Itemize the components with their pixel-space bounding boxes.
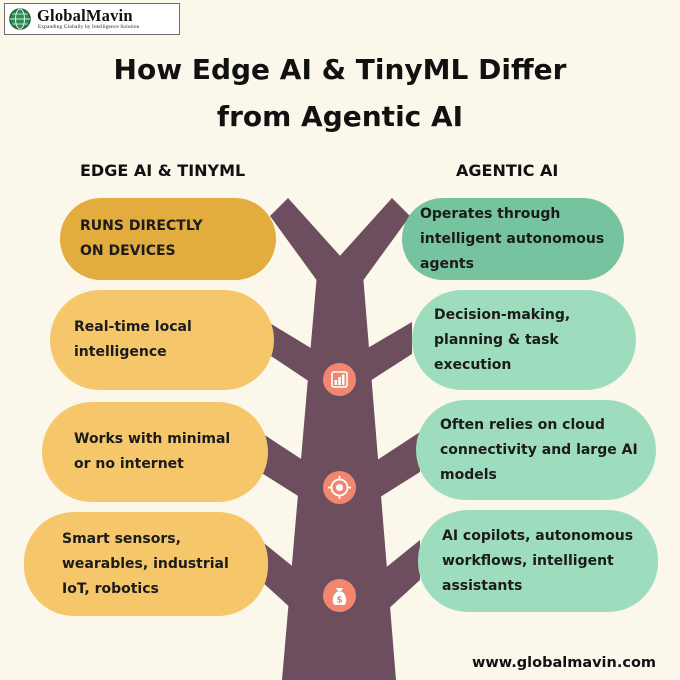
right-item-4-text: AI copilots, autonomous workflows, intel… [442,527,634,594]
money-bag-icon: $ [323,579,356,612]
right-item-4: AI copilots, autonomous workflows, intel… [418,510,658,612]
brand-logo: GlobalMavin Expanding Globally by Intell… [4,3,180,35]
left-item-4: Smart sensors, wearables, industrial IoT… [24,512,268,616]
right-item-1: Operates through intelligent autonomous … [402,198,624,280]
brand-name: GlobalMavin [37,6,133,25]
bar-chart-icon [323,363,356,396]
left-item-1-text: RUNS DIRECTLY ON DEVICES [80,218,203,259]
footer-url[interactable]: www.globalmavin.com [472,655,657,671]
left-item-2: Real-time local intelligence [50,290,274,390]
left-item-3: Works with minimal or no internet [42,402,268,502]
left-item-3-text: Works with minimal or no internet [74,431,231,472]
brand-tagline: Expanding Globally by Intelligence Solut… [38,24,140,30]
left-column-heading: EDGE AI & TINYML [80,161,246,180]
target-icon [323,471,356,504]
svg-text:$: $ [336,596,342,606]
right-item-3-text: Often relies on cloud connectivity and l… [440,416,638,483]
left-item-2-text: Real-time local intelligence [74,319,192,360]
title-line-2: from Agentic AI [216,100,464,133]
title-line-1: How Edge AI & TinyML Differ [113,53,567,86]
left-item-1: RUNS DIRECTLY ON DEVICES [60,198,276,280]
right-item-2-text: Decision-making, planning & task executi… [434,306,571,373]
globe-icon [9,8,31,30]
right-item-3: Often relies on cloud connectivity and l… [416,400,656,500]
right-item-2: Decision-making, planning & task executi… [412,290,636,390]
right-column-heading: AGENTIC AI [456,161,559,180]
right-item-1-text: Operates through intelligent autonomous … [420,205,605,272]
left-item-4-text: Smart sensors, wearables, industrial IoT… [62,530,229,597]
